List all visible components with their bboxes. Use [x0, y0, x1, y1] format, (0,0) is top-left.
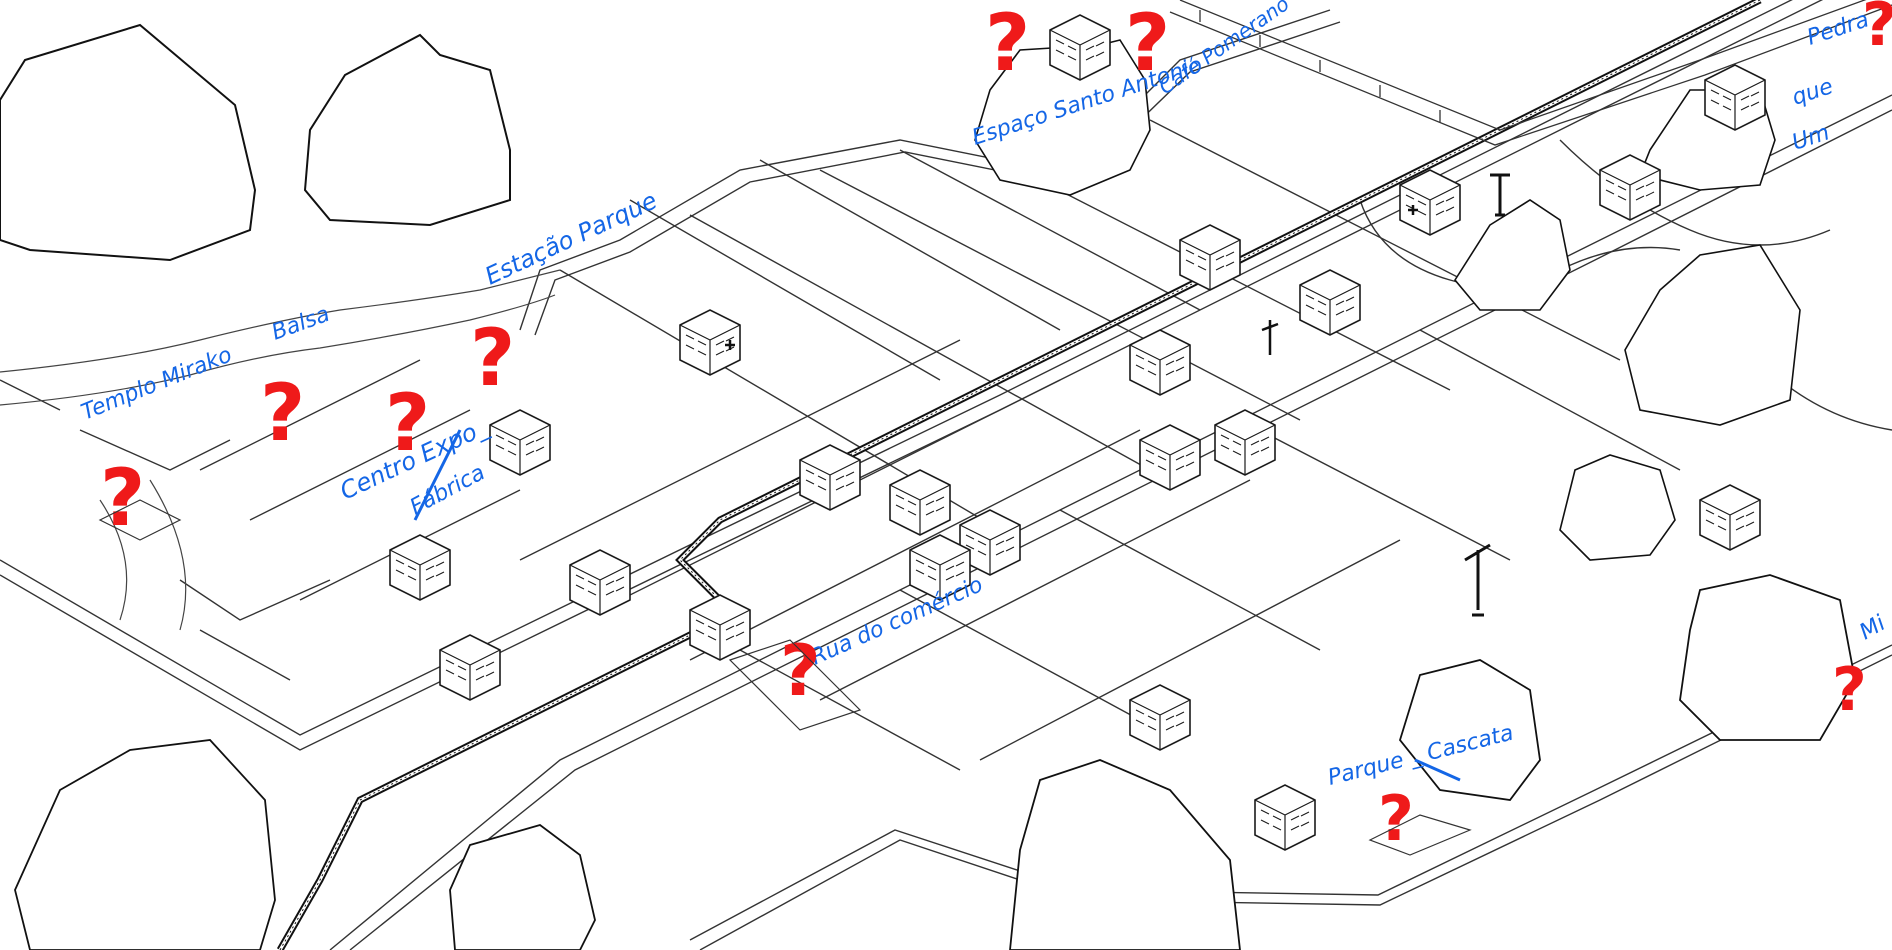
building-gazebo	[1254, 784, 1316, 851]
marker-centro-expo: ?	[385, 379, 430, 469]
building-cathedral	[489, 409, 551, 476]
annotation-line-parque	[1414, 758, 1461, 782]
marker-balsa: ?	[260, 369, 305, 459]
lot-outlines	[98, 499, 1472, 856]
annotation-line-centro	[413, 429, 462, 521]
marker-espaco-santo-antonio: ?	[985, 0, 1030, 89]
marker-rua-do-comercio: ?	[780, 630, 821, 712]
label-estacao-parque: Estação Parque	[481, 186, 662, 290]
building-station-left	[439, 634, 501, 701]
hills	[0, 23, 1856, 950]
building-church-top-right	[1704, 64, 1766, 131]
building-town-hall	[1179, 224, 1241, 291]
label-top-right-3: Um	[1789, 120, 1832, 155]
building-mill	[569, 549, 631, 616]
building-station-center	[689, 594, 751, 661]
hill-bottom-left	[14, 739, 276, 950]
building-clinic	[1399, 169, 1461, 236]
river	[0, 269, 561, 631]
hill-right-mid	[1624, 244, 1801, 426]
building-clocktower	[1129, 329, 1191, 396]
railway	[276, 0, 1762, 950]
label-balsa: Balsa	[269, 302, 334, 346]
building-station-right	[1699, 484, 1761, 551]
building-museum	[1299, 269, 1361, 336]
viaduct	[1169, 0, 1892, 146]
building-health-post	[1599, 154, 1661, 221]
hill-top-left-2	[303, 33, 511, 227]
statue-figure	[1464, 543, 1491, 617]
label-templo: Templo Mirako	[78, 342, 236, 425]
marker-cafe-pomerano: ?	[1125, 0, 1170, 89]
building-church-top	[1049, 14, 1111, 81]
building-long-hall	[1139, 424, 1201, 491]
buildings	[389, 14, 1766, 851]
building-market	[799, 444, 861, 511]
marker-templo: ?	[100, 454, 145, 544]
marker-estacao-parque: ?	[470, 314, 515, 404]
building-chapel	[389, 534, 451, 601]
marker-far-right: ?	[1832, 655, 1867, 725]
label-cafe: Café Pomerano	[1154, 0, 1293, 99]
marker-top-right: ?	[1862, 0, 1892, 60]
hill-top-left	[0, 23, 257, 262]
marker-parque-cascata: ?	[1378, 782, 1414, 855]
label-top-right-2: que	[1789, 74, 1836, 111]
label-far-right: Mi	[1856, 611, 1890, 645]
building-row-houses	[889, 469, 951, 536]
building-long-hall-2	[1214, 409, 1276, 476]
building-kiosk	[1129, 684, 1191, 751]
statue-christ	[1490, 173, 1510, 217]
